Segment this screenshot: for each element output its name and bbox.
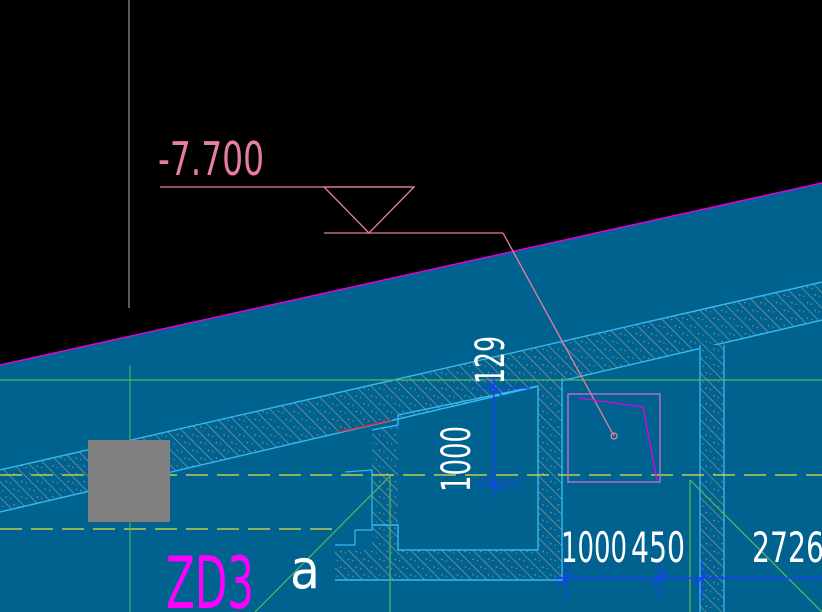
dimension-vertical-1000: 1000 xyxy=(434,426,480,492)
step-outline-lower xyxy=(335,378,563,581)
step-outline-left xyxy=(335,469,373,546)
grid-diagonal-right xyxy=(689,479,822,612)
red-mark xyxy=(337,419,393,433)
opening-outline xyxy=(371,385,539,551)
column-block xyxy=(88,440,170,522)
hatched-wall-left xyxy=(372,425,398,550)
dimension-bottom-450: 450 xyxy=(631,523,685,572)
dimension-top-129: 129 xyxy=(468,336,514,384)
hatched-slab-band xyxy=(0,282,822,512)
column-tag-zd3: ZD3 xyxy=(166,541,254,612)
dimension-bottom-2726: 2726 xyxy=(752,523,822,572)
section-letter-a: a xyxy=(290,538,320,601)
hatched-wall-right xyxy=(538,378,562,550)
hatched-base-strip xyxy=(335,550,562,580)
horizontal-dimension xyxy=(555,560,822,600)
leader-target-box xyxy=(567,393,661,483)
slab-edge-upper xyxy=(0,281,822,471)
vertical-dimension xyxy=(476,372,530,498)
dimension-bottom-1000: 1000 xyxy=(561,523,627,572)
magenta-boundary xyxy=(0,182,822,366)
elevation-label: -7.700 xyxy=(158,132,264,186)
elevation-marker: -7.700 xyxy=(158,132,615,437)
hatched-pier-strip xyxy=(700,345,724,612)
grid-diagonal-left xyxy=(254,475,391,612)
